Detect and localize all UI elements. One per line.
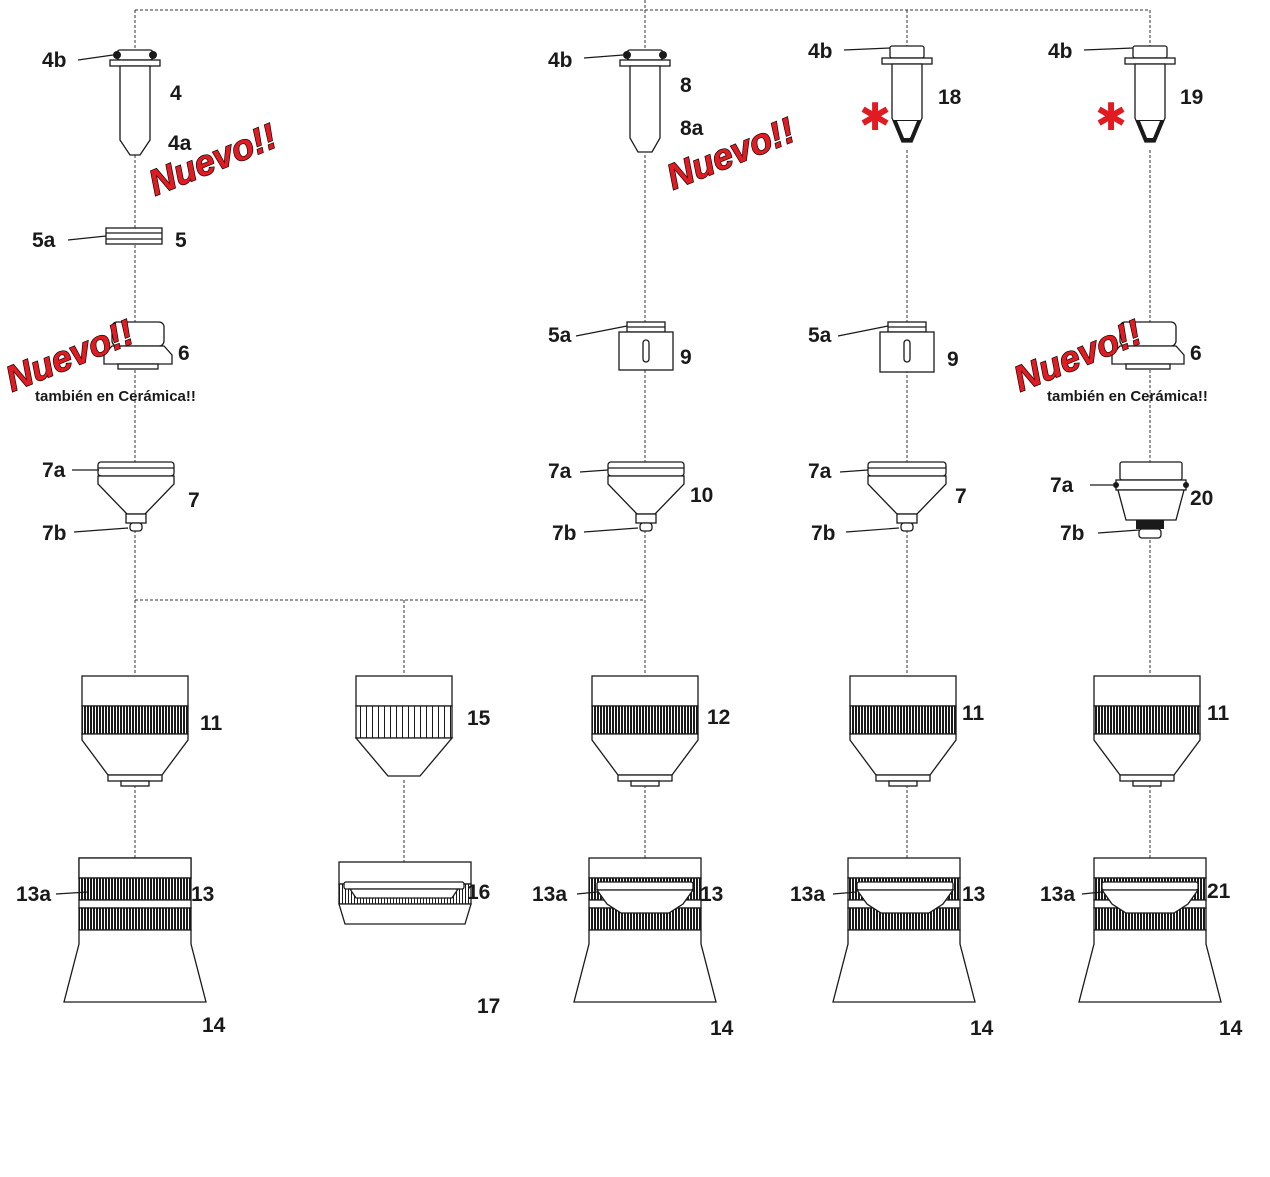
callout-13a-col3: 13a xyxy=(532,883,567,906)
deflector-21 xyxy=(1100,881,1200,914)
shield-cap-15 xyxy=(354,675,454,777)
promo-nuevo-swirl-6: Nuevo!! xyxy=(0,311,139,399)
callout-labels: 4b 4 4a 5a 5 6 7a 7 7b 11 13a 13 14 15 1… xyxy=(16,40,1243,1040)
callout-7a: 7a xyxy=(42,459,66,482)
callout-7-col4: 7 xyxy=(955,485,967,508)
callout-4b: 4b xyxy=(42,49,67,72)
ceramic-note-col1: también en Cerámica!! xyxy=(35,388,196,405)
callout-5: 5 xyxy=(175,229,187,252)
swirl-ring-9-col3 xyxy=(618,321,674,371)
outer-cap-14-col1 xyxy=(63,857,207,1003)
callout-15: 15 xyxy=(467,707,491,730)
callout-20: 20 xyxy=(1190,487,1213,510)
callout-7a-col4: 7a xyxy=(808,460,832,483)
leader-lines xyxy=(55,47,1140,895)
retaining-cap-10 xyxy=(607,461,685,532)
callout-7a-col3: 7a xyxy=(548,460,572,483)
callout-6: 6 xyxy=(178,342,190,365)
electrode-4 xyxy=(109,49,161,156)
callout-7b: 7b xyxy=(42,522,67,545)
electrode-8 xyxy=(619,49,671,153)
callout-8: 8 xyxy=(680,74,692,97)
callout-4a: 4a xyxy=(168,132,192,155)
column-5 xyxy=(1093,45,1201,914)
callout-14-col5: 14 xyxy=(1219,1017,1243,1040)
promo-nuevo-electrode-4: Nuevo!! xyxy=(143,115,283,203)
swirl-ring-6 xyxy=(103,321,173,370)
callout-16: 16 xyxy=(467,881,490,904)
callout-4: 4 xyxy=(170,82,182,105)
outer-cap-14-col3 xyxy=(573,857,717,1003)
callout-13-col4: 13 xyxy=(962,883,985,906)
callout-11-col5: 11 xyxy=(1207,702,1230,725)
retaining-cap-7 xyxy=(97,461,175,532)
callout-7b-col4: 7b xyxy=(811,522,836,545)
shield-cap-11 xyxy=(81,675,189,787)
deflector-16 xyxy=(343,881,465,899)
shield-cap-11-col4 xyxy=(849,675,957,787)
callout-13: 13 xyxy=(191,883,214,906)
callout-5a: 5a xyxy=(32,229,56,252)
callout-17: 17 xyxy=(477,995,500,1018)
callout-7b-col3: 7b xyxy=(552,522,577,545)
ceramic-note-col5: también en Cerámica!! xyxy=(1047,388,1208,405)
callout-14-col3: 14 xyxy=(710,1017,734,1040)
callout-5a-col4: 5a xyxy=(808,324,832,347)
callout-8a: 8a xyxy=(680,117,704,140)
callout-19: 19 xyxy=(1180,86,1203,109)
callout-9-col4: 9 xyxy=(947,348,959,371)
swirl-ring-9-col4 xyxy=(879,321,935,373)
callout-14: 14 xyxy=(202,1014,226,1037)
asterisk-19: ✱ xyxy=(1095,95,1127,139)
callout-5a-col3: 5a xyxy=(548,324,572,347)
swirl-ring-6-col5 xyxy=(1111,321,1185,370)
callout-11-col4: 11 xyxy=(962,702,985,725)
callout-21: 21 xyxy=(1207,880,1231,903)
column-4 xyxy=(849,45,957,914)
outer-cap-14-col4 xyxy=(832,857,976,1003)
shield-cap-11-col5 xyxy=(1093,675,1201,787)
callout-14-col4: 14 xyxy=(970,1017,994,1040)
callout-7b-col5: 7b xyxy=(1060,522,1085,545)
deflector-13-col4 xyxy=(855,881,955,914)
retaining-cap-7-col4 xyxy=(867,461,947,532)
callout-11: 11 xyxy=(200,712,223,735)
callout-7a-col5: 7a xyxy=(1050,474,1074,497)
callout-6-col5: 6 xyxy=(1190,342,1202,365)
callout-4b-col3: 4b xyxy=(548,49,573,72)
retaining-cap-20 xyxy=(1113,461,1189,539)
callout-13a: 13a xyxy=(16,883,51,906)
asterisk-18: ✱ xyxy=(859,95,891,139)
callout-4b-col4: 4b xyxy=(808,40,833,63)
callout-12: 12 xyxy=(707,706,730,729)
callout-13a-col4: 13a xyxy=(790,883,825,906)
callout-13a-col5: 13a xyxy=(1040,883,1075,906)
callout-9: 9 xyxy=(680,346,692,369)
callout-10: 10 xyxy=(690,484,713,507)
shield-cap-12 xyxy=(591,675,699,787)
promo-nuevo-swirl-6-col5: Nuevo!! xyxy=(1008,311,1148,399)
electrode-18 xyxy=(881,45,933,143)
electrode-19 xyxy=(1124,45,1176,143)
deflector-13-col3 xyxy=(595,881,695,914)
column-3 xyxy=(591,49,699,914)
callout-7: 7 xyxy=(188,489,200,512)
callout-13-col3: 13 xyxy=(700,883,723,906)
callout-18: 18 xyxy=(938,86,962,109)
column-2 xyxy=(343,675,465,899)
outer-cap-14-col5 xyxy=(1078,857,1222,1003)
callout-4b-col5: 4b xyxy=(1048,40,1073,63)
swirl-ring-5 xyxy=(105,227,163,245)
